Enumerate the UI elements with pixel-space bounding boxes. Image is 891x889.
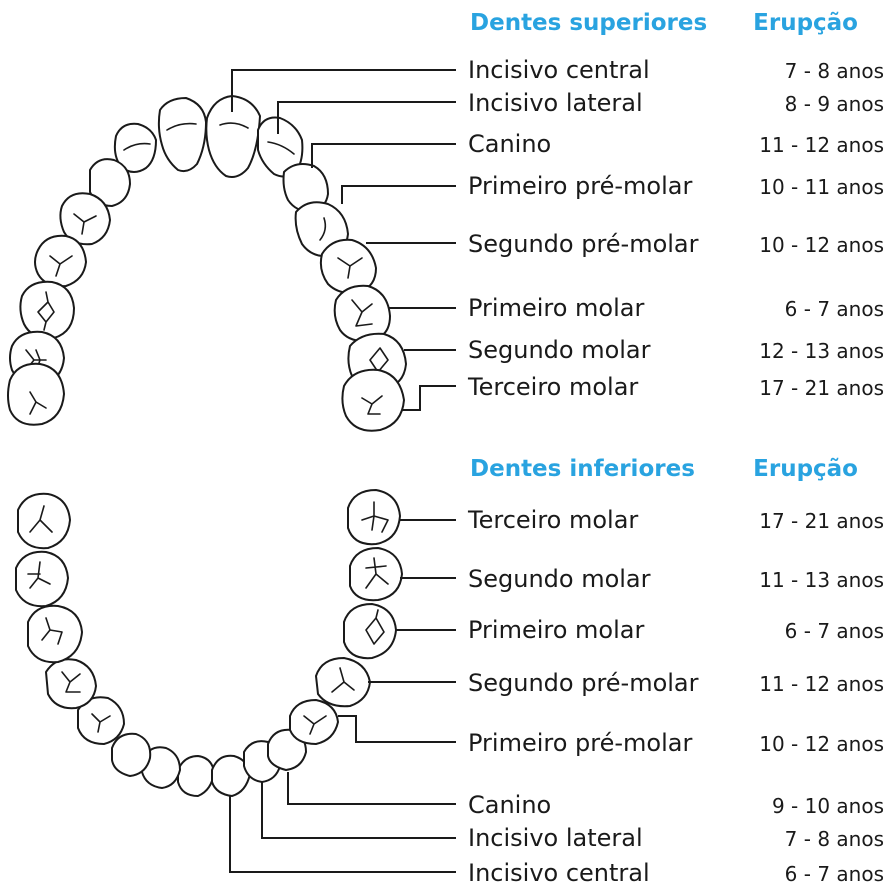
lower-row-age: 11 - 12 anos bbox=[759, 672, 884, 696]
upper-header: Dentes superiores bbox=[470, 10, 707, 36]
upper-left-first-premolar bbox=[59, 192, 111, 246]
upper-leader-lines bbox=[231, 69, 456, 411]
lower-first-premolar-left bbox=[77, 696, 125, 745]
lower-second-premolar-left bbox=[45, 658, 97, 710]
upper-row-name: Incisivo central bbox=[468, 56, 650, 84]
upper-row-age: 8 - 9 anos bbox=[785, 92, 884, 116]
lower-row-name: Incisivo central bbox=[468, 859, 650, 887]
upper-arch bbox=[7, 95, 407, 432]
upper-row-name: Segundo molar bbox=[468, 336, 651, 364]
lower-row-name: Incisivo lateral bbox=[468, 824, 643, 852]
lower-second-molar-left bbox=[15, 550, 69, 608]
lower-canine-left bbox=[111, 732, 152, 777]
lower-row-name: Terceiro molar bbox=[467, 506, 638, 534]
lower-table: Dentes inferiores Erupção Terceiro molar… bbox=[467, 456, 884, 887]
upper-right-first-molar bbox=[333, 284, 391, 342]
upper-row-name: Incisivo lateral bbox=[468, 89, 643, 117]
lower-canine-right bbox=[267, 728, 307, 771]
upper-table: Dentes superiores Erupção Incisivo centr… bbox=[467, 10, 884, 401]
lower-row-age: 7 - 8 anos bbox=[785, 827, 884, 851]
upper-row-name: Canino bbox=[468, 130, 551, 158]
lower-row-name: Primeiro pré-molar bbox=[468, 729, 692, 757]
upper-row-age: 17 - 21 anos bbox=[759, 376, 884, 400]
lower-second-premolar-right bbox=[315, 657, 371, 708]
upper-right-second-premolar bbox=[319, 238, 377, 294]
lower-row-age: 17 - 21 anos bbox=[759, 509, 884, 533]
lower-leader-lines bbox=[229, 519, 456, 873]
lower-row-name: Canino bbox=[468, 791, 551, 819]
lower-row-age: 9 - 10 anos bbox=[772, 794, 884, 818]
upper-row-age: 6 - 7 anos bbox=[785, 297, 884, 321]
upper-left-second-premolar bbox=[34, 234, 87, 288]
lower-third-molar-right bbox=[347, 489, 401, 546]
upper-eruption-header: Erupção bbox=[753, 10, 858, 36]
upper-row-age: 10 - 11 anos bbox=[759, 175, 884, 199]
lower-row-name: Segundo molar bbox=[468, 565, 651, 593]
lower-central-incisor-left bbox=[177, 755, 215, 797]
lower-row-age: 6 - 7 anos bbox=[785, 862, 884, 886]
upper-row-name: Primeiro molar bbox=[468, 294, 644, 322]
upper-row-name: Segundo pré-molar bbox=[468, 230, 699, 258]
lower-row-name: Segundo pré-molar bbox=[468, 669, 699, 697]
upper-row-name: Terceiro molar bbox=[467, 373, 638, 401]
upper-right-third-molar bbox=[341, 368, 405, 432]
upper-row-age: 12 - 13 anos bbox=[759, 339, 884, 363]
lower-first-molar-left bbox=[27, 604, 83, 664]
upper-row-age: 11 - 12 anos bbox=[759, 133, 884, 157]
lower-row-age: 6 - 7 anos bbox=[785, 619, 884, 643]
lower-row-age: 10 - 12 anos bbox=[759, 732, 884, 756]
lower-second-molar-right bbox=[349, 547, 403, 602]
upper-row-age: 7 - 8 anos bbox=[785, 59, 884, 83]
lower-row-name: Primeiro molar bbox=[468, 616, 644, 644]
upper-left-third-molar bbox=[7, 362, 65, 426]
upper-row-name: Primeiro pré-molar bbox=[468, 172, 692, 200]
upper-right-central-incisor bbox=[205, 95, 261, 178]
lower-row-age: 11 - 13 anos bbox=[759, 568, 884, 592]
upper-row-age: 10 - 12 anos bbox=[759, 233, 884, 257]
upper-left-central-incisor bbox=[157, 97, 207, 173]
lower-first-molar-right bbox=[343, 603, 397, 660]
lower-arch bbox=[15, 489, 403, 797]
lower-eruption-header: Erupção bbox=[753, 456, 858, 482]
lower-third-molar-left bbox=[17, 492, 71, 550]
lower-first-premolar-right bbox=[289, 699, 339, 745]
upper-left-first-molar bbox=[19, 280, 75, 340]
lower-lateral-incisor-left bbox=[141, 746, 181, 789]
lower-header: Dentes inferiores bbox=[470, 456, 695, 482]
